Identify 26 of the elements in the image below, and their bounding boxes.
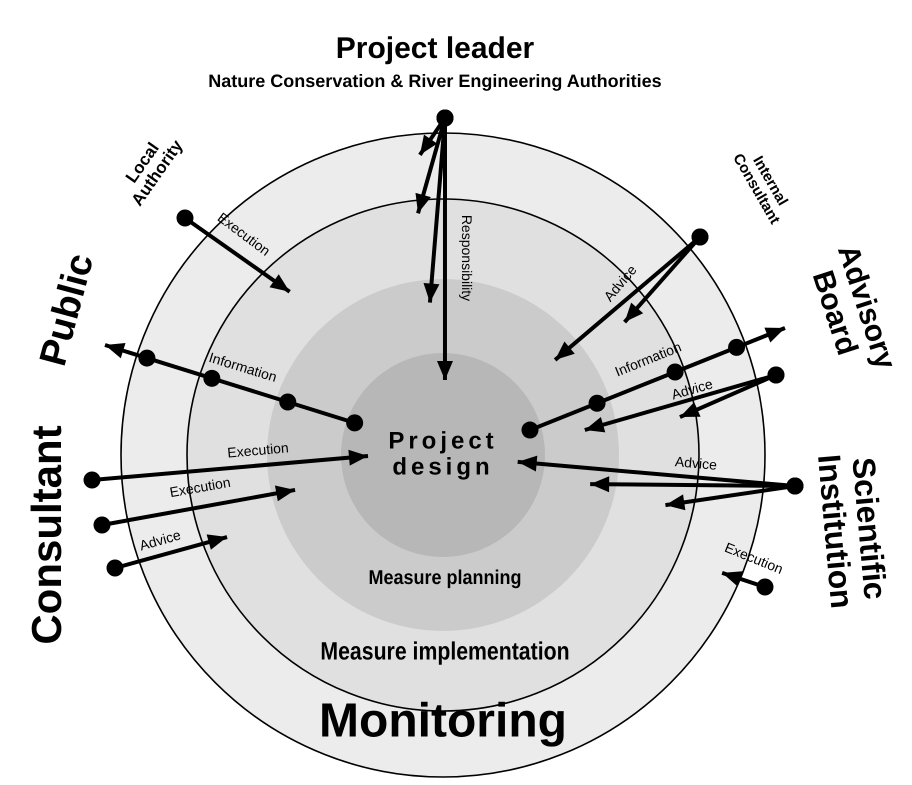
arrow [106,534,228,576]
arrow [722,571,774,596]
arrow [436,110,454,380]
edge-label: Execution [226,439,290,461]
ring-label: Monitoring [318,696,568,748]
ring-label: Measure implementation [319,638,571,666]
group-heading: Project leader [334,32,536,66]
edge-label: Advice [138,526,182,554]
stakeholder-label: Public [32,248,104,372]
arrow [665,478,804,510]
edge-label: Advice [670,376,714,402]
arrow [522,326,786,438]
stakeholder-label: Consultant [24,425,70,645]
edge-label: Execution [168,474,232,500]
stakeholder-label: Scientific Institution [810,452,895,612]
arrow [176,210,291,294]
arrow [104,343,364,432]
edge-label: Advice [674,453,718,473]
stakeholder-label: Nature Conservation & River Engineering Authorities [207,71,663,92]
center-label: Project design [387,428,499,482]
arrow [554,228,708,362]
edge-label: Responsibility [459,214,475,302]
ring-label: Measure planning [367,567,523,589]
arrow [679,366,784,419]
arrow [94,486,296,534]
arrow [84,450,368,488]
